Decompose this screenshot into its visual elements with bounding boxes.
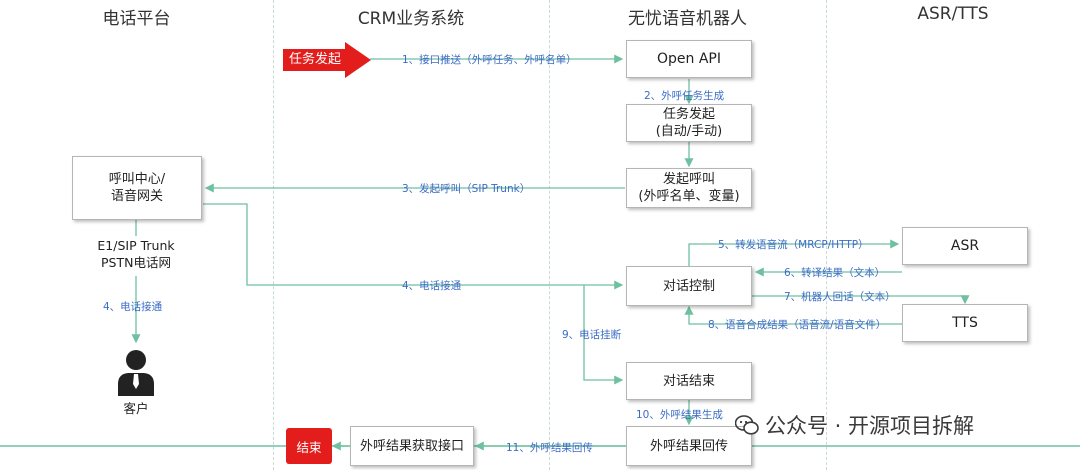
step-8-label: 8、语音合成结果（语音流/语音文件） xyxy=(708,319,887,331)
lane-divider xyxy=(549,0,550,470)
trunk-label: E1/SIP Trunk PSTN电话网 xyxy=(97,238,175,270)
lane-title-phone-platform: 电话平台 xyxy=(102,9,171,29)
call-center-box: 呼叫中心/ 语音网关 xyxy=(72,156,202,220)
wechat-icon xyxy=(735,415,759,435)
customer-label: 客户 xyxy=(123,401,149,416)
customer-icon xyxy=(118,350,154,396)
end-node: 结束 xyxy=(286,428,332,464)
step-3-label: 3、发起呼叫（SIP Trunk） xyxy=(402,183,531,195)
start-arrow-shape xyxy=(283,42,371,78)
lane-title-asr-tts: ASR/TTS xyxy=(917,4,989,24)
step-4-customer-label: 4、电话接通 xyxy=(103,301,163,313)
lane-divider xyxy=(826,0,827,470)
call-start-box: 发起呼叫 (外呼名单、变量) xyxy=(626,168,752,208)
start-label: 任务发起 xyxy=(288,52,341,67)
result-api-box: 外呼结果获取接口 xyxy=(350,426,474,466)
task-start-box: 任务发起 (自动/手动) xyxy=(626,104,752,142)
watermark: 公众号 · 开源项目拆解 xyxy=(735,410,974,440)
lane-divider xyxy=(273,0,274,470)
step-1-label: 1、接口推送（外呼任务、外呼名单） xyxy=(402,54,577,66)
step-5-label: 5、转发语音流（MRCP/HTTP） xyxy=(718,239,869,251)
step-10-label: 10、外呼结果生成 xyxy=(636,409,723,421)
result-callback-box: 外呼结果回传 xyxy=(626,426,752,466)
step-9-label: 9、电话挂断 xyxy=(562,329,622,341)
tts-box: TTS xyxy=(902,304,1028,342)
asr-box: ASR xyxy=(902,227,1028,265)
watermark-text: 公众号 · 开源项目拆解 xyxy=(765,414,975,438)
dialog-control-box: 对话控制 xyxy=(626,266,752,306)
step-6-label: 6、转译结果（文本） xyxy=(784,267,886,279)
step-4-label: 4、电话接通 xyxy=(402,280,462,292)
step-11-label: 11、外呼结果回传 xyxy=(506,442,593,454)
lane-title-robot: 无忧语音机器人 xyxy=(628,9,747,29)
step-7-label: 7、机器人回话（文本） xyxy=(784,291,896,303)
step-2-label: 2、外呼任务生成 xyxy=(644,90,725,102)
lane-title-crm: CRM业务系统 xyxy=(357,9,465,29)
dialog-end-box: 对话结束 xyxy=(626,362,752,400)
open-api-box: Open API xyxy=(626,40,752,78)
